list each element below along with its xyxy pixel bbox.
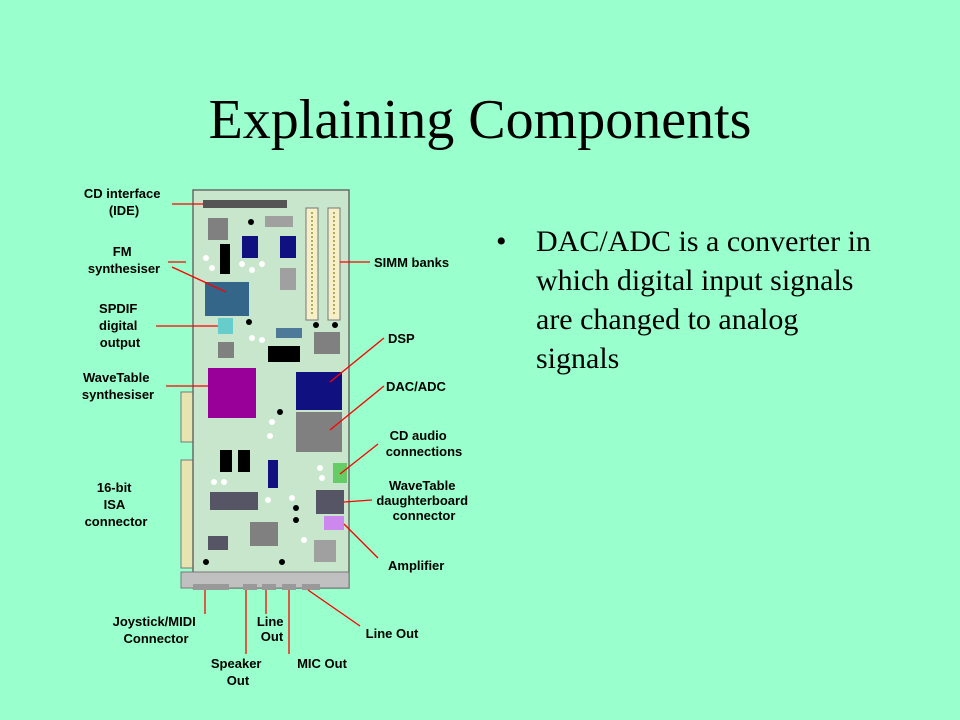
label-cd-interface: CD interface (IDE) [84,186,164,218]
label-line-out-right: Line Out [366,626,419,641]
label-mic-out: MIC Out [297,656,347,671]
chip-grey-bottom [314,540,336,562]
label-amplifier: Amplifier [388,558,444,573]
label-speaker-out: Speaker Out [211,656,265,688]
label-cd-audio: CD audio connections [386,428,463,459]
chip-blue-2 [280,236,296,258]
board-white-dots [203,255,325,543]
label-dsp: DSP [388,331,415,346]
label-joystick-midi: Joystick/MIDI Connector [113,614,200,646]
simm-slot-1 [305,207,319,321]
label-spdif-output: SPDIF digital output [99,301,141,350]
ide-connector [203,200,287,208]
bullet-dot: • [496,225,507,258]
chip-small-top [265,216,293,227]
chip-grey-small [280,268,296,290]
chip-grey-low [250,522,278,546]
label-dac-adc: DAC/ADC [386,379,447,394]
chip-blue-slim [268,460,278,488]
fm-synth-chip [205,282,249,316]
bullet-text: DAC/ADC is a converter in which digital … [536,225,871,375]
chip-slim [276,328,302,338]
label-wavetable-synthesiser: WaveTable synthesiser [82,370,154,402]
board-black-dots [203,219,338,565]
chip-small-grey [218,342,234,358]
slide-title: Explaining Components [208,89,752,151]
label-fm-synthesiser: FM synthesiser [88,244,160,276]
daughterboard-connector [316,490,344,514]
chip-black-a [220,450,232,472]
backplate-ports [193,584,320,590]
isa-connector-lower [180,459,194,569]
amplifier-chip [324,516,344,530]
chip-black-wide [268,346,300,362]
chip-grey-mid [314,332,340,354]
chip-dark-wide [210,492,258,510]
isa-connector-upper [180,391,194,443]
label-wavetable-daughterboard: WaveTable daughterboard connector [376,478,471,523]
chip-black-tall [220,244,230,274]
spdif-chip [218,318,233,334]
simm-slot-2 [327,207,341,321]
cd-audio-connector [333,463,347,483]
chip-top-left [208,218,228,240]
bullet-point: • DAC/ADC is a converter in which digita… [496,222,876,378]
chip-blue-1 [242,236,258,258]
chip-dark-small [208,536,228,550]
chip-black-b [238,450,250,472]
wavetable-chip [208,368,256,418]
leader-lines [156,203,385,654]
label-simm-banks: SIMM banks [374,255,449,270]
dac-adc-chip [296,412,342,452]
label-isa-connector: 16-bit ISA connector [85,480,148,529]
label-line-out-lower: Line Out [257,614,287,644]
